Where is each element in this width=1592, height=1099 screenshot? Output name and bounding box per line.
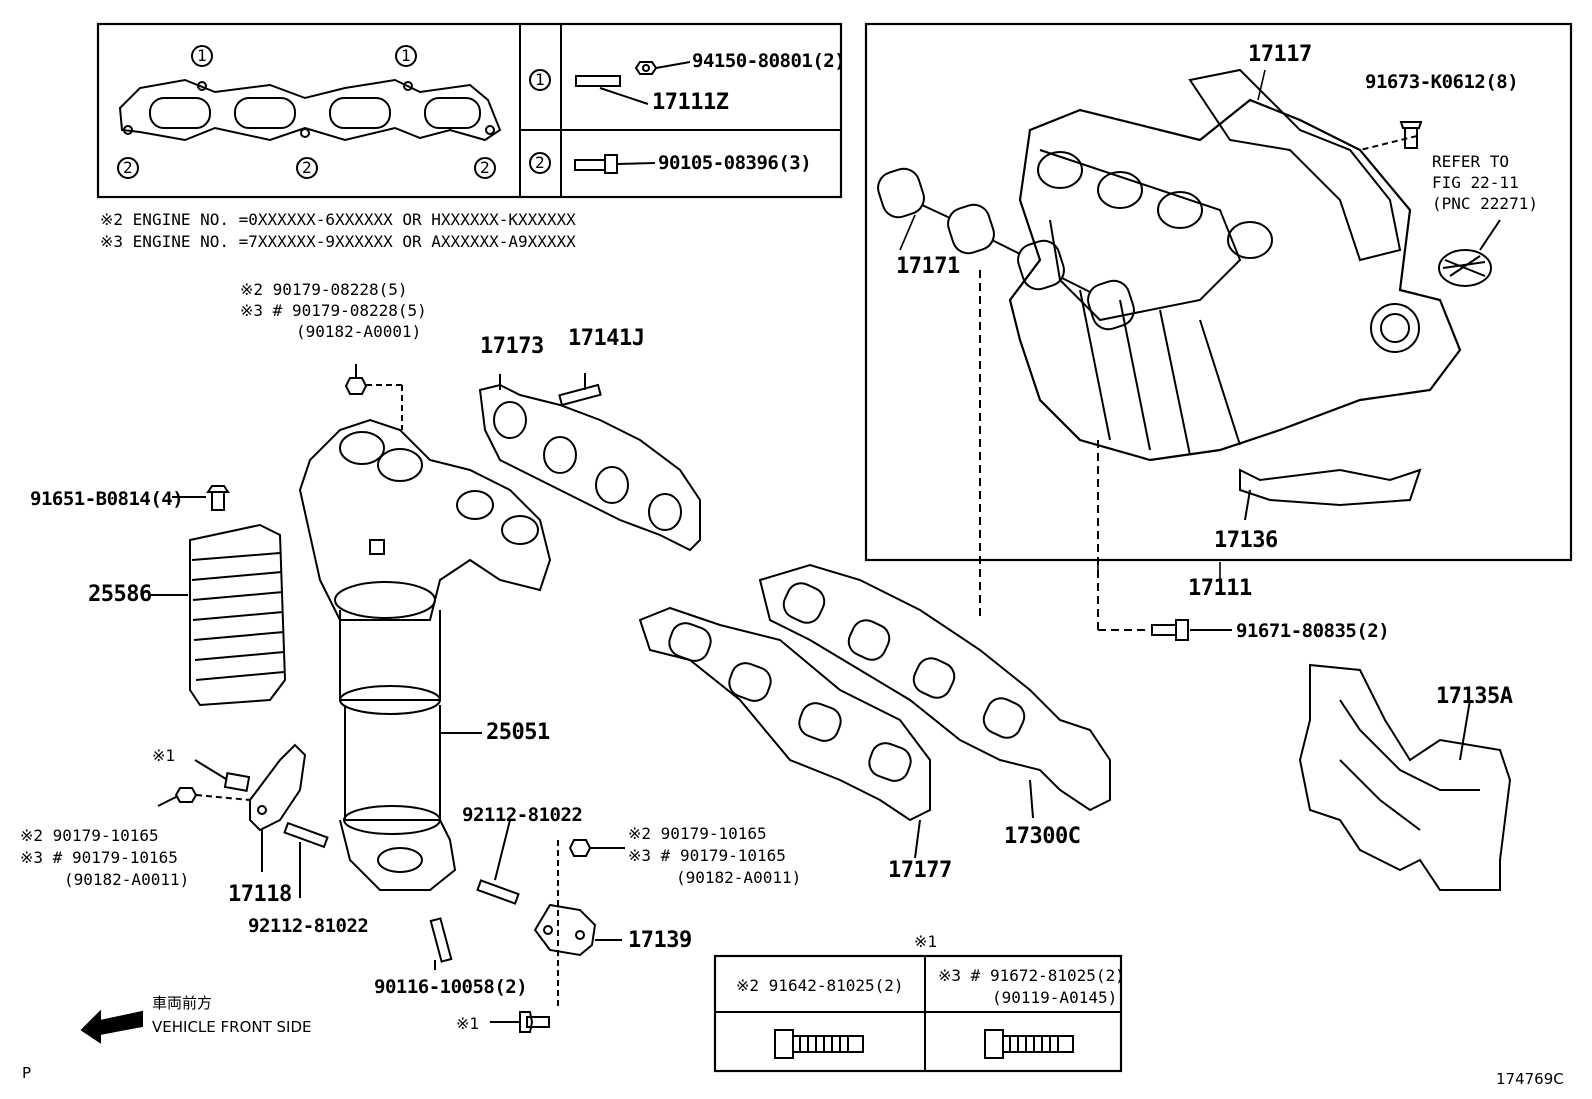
bolt-table-col2-line1[interactable]: ※3 # 91672-81025(2): [938, 966, 1125, 985]
leader-lines: [899, 69, 1266, 580]
top-nut-label-alt[interactable]: (90182-A0001): [296, 322, 422, 341]
bolt-91671-label[interactable]: 91671-80835(2): [1236, 620, 1390, 642]
stud-90116-label[interactable]: 90116-10058(2): [374, 976, 528, 998]
gasket-detail-box: [96, 22, 843, 199]
vehicle-front-jp: 車両前方: [152, 994, 213, 1012]
vehicle-front-en: VEHICLE FRONT SIDE: [152, 1018, 312, 1036]
nut-94150-label[interactable]: 94150-80801(2): [692, 50, 846, 72]
gasket-17171-label[interactable]: 17171: [896, 254, 960, 279]
bolt-91651-label[interactable]: 91651-B0814(4): [30, 488, 184, 510]
gasket-17173: [478, 373, 701, 552]
bolt-91673-label[interactable]: 91673-K0612(8): [1365, 71, 1519, 93]
stud-92112-label-a[interactable]: 92112-81022: [462, 804, 583, 826]
gasket-marker-1a: 1: [197, 46, 207, 65]
converter-25051-label[interactable]: 25051: [486, 720, 550, 745]
top-nut-label-3[interactable]: ※3 # 90179-08228(5): [240, 301, 427, 320]
refer-line-3: (PNC 22271): [1432, 194, 1538, 213]
p-mark: P: [22, 1064, 32, 1082]
insulator-25586-label[interactable]: 25586: [88, 582, 152, 607]
intake-manifold-17111-label[interactable]: 17111: [1188, 576, 1252, 601]
bolt-table-col2-line2[interactable]: (90119-A0145): [992, 988, 1118, 1007]
exhaust-manifold-17300C-label[interactable]: 17300C: [1004, 824, 1081, 849]
stud-17111Z-label[interactable]: 17111Z: [652, 90, 729, 115]
refer-line-1: REFER TO: [1432, 152, 1510, 171]
row2-marker: 2: [535, 153, 545, 172]
left-nut-label-alt[interactable]: (90182-A0011): [64, 870, 190, 889]
refer-line-2: FIG 22-11: [1432, 173, 1519, 192]
left-nut-label-2[interactable]: ※2 90179-10165: [20, 826, 159, 845]
gasket-17177-label[interactable]: 17177: [888, 858, 952, 883]
row1-marker: 1: [535, 70, 545, 89]
engine-note-2: ※2 ENGINE NO. =0XXXXXX-6XXXXXX OR HXXXXX…: [100, 210, 576, 229]
exhaust-manifold-parts: [638, 563, 1111, 859]
bracket-17118: [157, 743, 329, 898]
heat-shield-17135A: [1298, 663, 1512, 891]
bolt-x1-label-b[interactable]: ※1: [456, 1014, 480, 1033]
bolt-table: [713, 954, 1123, 1073]
heat-shield-17135A-label[interactable]: 17135A: [1436, 684, 1513, 709]
mid-nut-label-3[interactable]: ※3 # 90179-10165: [628, 846, 786, 865]
part-17136-label[interactable]: 17136: [1214, 528, 1278, 553]
heat-insulator-25586: [150, 485, 287, 707]
bracket-17139-label[interactable]: 17139: [628, 928, 692, 953]
gasket-17173-label[interactable]: 17173: [480, 334, 544, 359]
center-fasteners: [429, 819, 625, 1033]
engine-note-3: ※3 ENGINE NO. =7XXXXXX-9XXXXXX OR AXXXXX…: [100, 232, 576, 251]
gasket-marker-2b: 2: [302, 158, 312, 177]
gasket-marker-2a: 2: [123, 158, 133, 177]
bolt-table-x1-label: ※1: [914, 932, 938, 951]
intake-manifold-box: [864, 22, 1573, 631]
left-nut-label-3[interactable]: ※3 # 90179-10165: [20, 848, 178, 867]
figure-id: 174769C: [1496, 1070, 1564, 1088]
bolt-table-col1[interactable]: ※2 91642-81025(2): [736, 976, 904, 995]
bolt-90105-label[interactable]: 90105-08396(3): [658, 152, 812, 174]
mid-nut-label-2[interactable]: ※2 90179-10165: [628, 824, 767, 843]
vehicle-front-arrow-icon: [80, 1009, 143, 1044]
bolt-x1-label-a[interactable]: ※1: [152, 746, 176, 765]
bolt-91671: [1151, 619, 1232, 641]
stud-17141J-label[interactable]: 17141J: [568, 326, 645, 351]
part-17117-label[interactable]: 17117: [1248, 42, 1312, 67]
bracket-17118-label[interactable]: 17118: [228, 882, 292, 907]
gasket-marker-1b: 1: [401, 46, 411, 65]
mid-nut-label-alt[interactable]: (90182-A0011): [676, 868, 802, 887]
gasket-marker-2c: 2: [480, 158, 490, 177]
exhaust-manifold-converter-25051: [298, 364, 552, 891]
top-nut-label-2[interactable]: ※2 90179-08228(5): [240, 280, 408, 299]
stud-92112-label-b[interactable]: 92112-81022: [248, 915, 369, 937]
